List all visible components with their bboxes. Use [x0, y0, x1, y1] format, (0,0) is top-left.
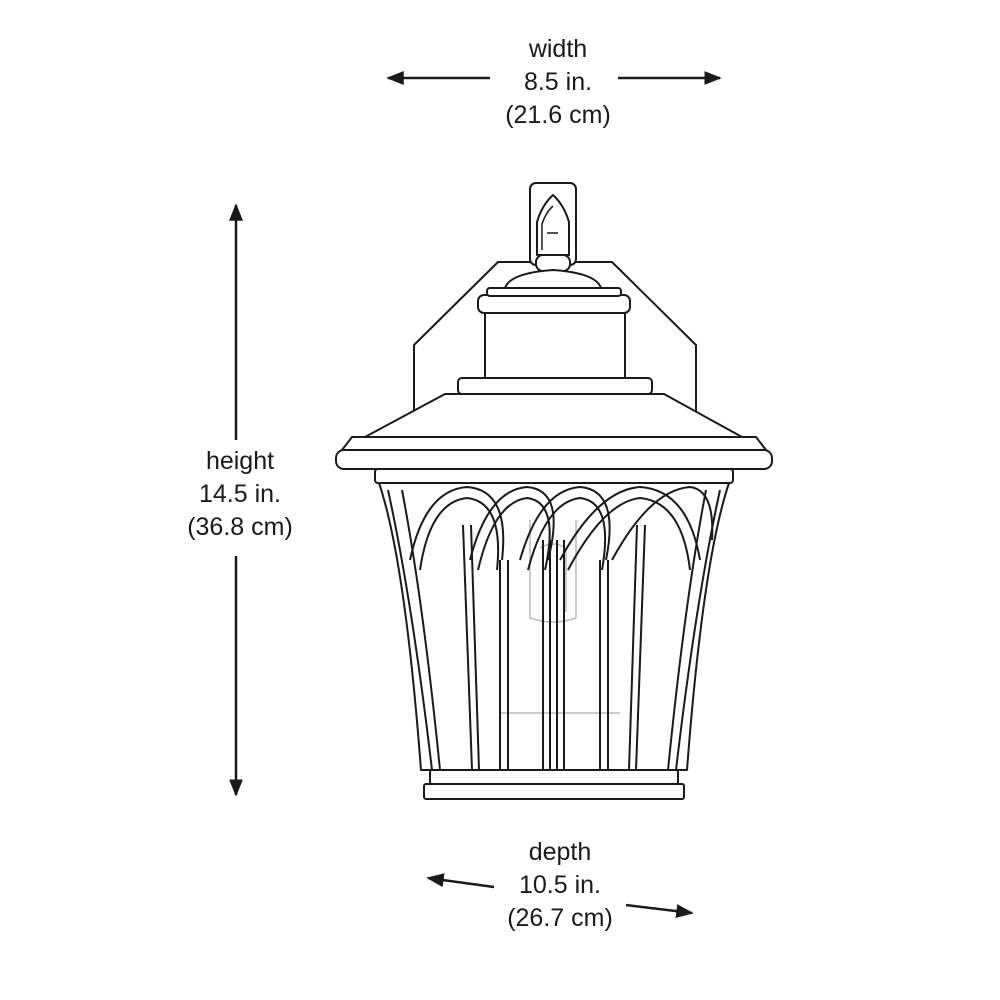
- width-metric: (21.6 cm): [505, 101, 611, 129]
- width-imperial: 8.5 in.: [523, 68, 593, 96]
- cage-bars: [387, 489, 721, 771]
- depth-imperial: 10.5 in.: [518, 871, 601, 899]
- height-dimension-label: height 14.5 in. (36.8 cm): [140, 445, 340, 544]
- width-dimension-label: width 8.5 in. (21.6 cm): [458, 33, 658, 132]
- width-title: width: [528, 35, 588, 63]
- lantern-base: [423, 769, 685, 800]
- lantern-cage: [378, 482, 730, 771]
- height-metric: (36.8 cm): [187, 513, 293, 541]
- hanger-hook: [529, 182, 577, 272]
- depth-metric: (26.7 cm): [507, 904, 613, 932]
- top-cap: [457, 269, 653, 395]
- depth-arrow: [426, 873, 694, 919]
- cage-arches: [409, 486, 714, 571]
- depth-title: depth: [528, 838, 592, 866]
- lantern-drawing: [335, 182, 773, 800]
- height-imperial: 14.5 in.: [198, 480, 281, 508]
- height-title: height: [205, 447, 275, 475]
- roof-canopy: [335, 393, 773, 484]
- depth-dimension-label: depth 10.5 in. (26.7 cm): [460, 836, 660, 935]
